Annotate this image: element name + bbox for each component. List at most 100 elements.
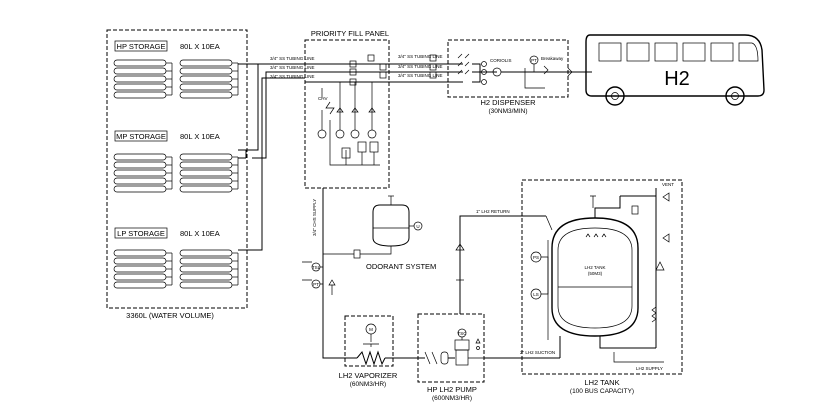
vaporizer-capacity: (60NM3/HR) bbox=[350, 381, 386, 388]
hp-cylinders bbox=[113, 59, 239, 99]
storage-cylinder bbox=[179, 75, 233, 83]
pump-motor-box bbox=[454, 339, 470, 351]
dispenser-internals: CORIOLIS PT Breakaway bbox=[448, 53, 592, 89]
hp-storage-label: HP STORAGE bbox=[117, 42, 166, 51]
panel-gauge-4 bbox=[367, 129, 377, 139]
lp-cylinders bbox=[113, 249, 239, 289]
lh2-suction-label: 2" LH2 SUCTION bbox=[520, 350, 555, 355]
panel-valve-1 bbox=[349, 60, 357, 68]
pump-capacity: (600NM3/HR) bbox=[432, 395, 472, 402]
storage-cylinder bbox=[179, 169, 233, 177]
lh2-tank-title: LH2 TANK bbox=[584, 378, 619, 387]
lh2-return-line: 1" LH2 RETURN bbox=[455, 209, 546, 314]
bus-window-3 bbox=[654, 42, 678, 62]
odorant-system: U ODORANT SYSTEM bbox=[323, 195, 436, 271]
bus-rear-wheel bbox=[605, 86, 625, 106]
lh2-tank-capacity: (100 BUS CAPACITY) bbox=[570, 388, 634, 395]
mp-storage-spec: 80L X 10EA bbox=[180, 132, 220, 141]
tubing-label-3: 3/4" SS TUBING LINE bbox=[270, 74, 315, 79]
storage-cylinder bbox=[179, 153, 233, 161]
tsc-label: TSC bbox=[458, 331, 468, 336]
pump-internals: TSC bbox=[424, 328, 520, 366]
hp-storage-bank: HP STORAGE 80L X 10EA bbox=[113, 40, 239, 99]
coriolis-label: CORIOLIS bbox=[490, 58, 512, 63]
lh2-tank-vessel bbox=[551, 217, 639, 337]
storage-total-label: 3360L (WATER VOLUME) bbox=[126, 311, 214, 320]
storage-cylinder bbox=[179, 177, 233, 185]
odorant-u-label: U bbox=[416, 224, 419, 229]
storage-cylinder bbox=[179, 91, 233, 99]
storage-cylinder bbox=[179, 273, 233, 281]
storage-cylinder bbox=[113, 249, 167, 257]
storage-cylinder bbox=[113, 257, 167, 265]
lh2-tank-inner-sub: (50M3) bbox=[588, 271, 603, 276]
pump-title: HP LH2 PUMP bbox=[427, 385, 477, 394]
storage-cylinder bbox=[113, 265, 167, 273]
mp-storage-label: MP STORAGE bbox=[116, 132, 166, 141]
mp-storage-bank: MP STORAGE 80L X 10EA bbox=[113, 130, 239, 193]
bus-window-4 bbox=[682, 42, 706, 62]
storage-cylinder bbox=[179, 83, 233, 91]
lh2-vaporizer bbox=[344, 315, 394, 367]
panel-valve-3 bbox=[349, 78, 357, 86]
bus-h2-label: H2 bbox=[664, 68, 690, 90]
tubing-labels: 3/4" SS TUBING LINE 3/4" SS TUBING LINE … bbox=[270, 54, 443, 79]
storage-outlet-piping bbox=[238, 63, 305, 251]
storage-cylinder bbox=[179, 265, 233, 273]
chs-supply-line bbox=[322, 188, 357, 359]
bus-front-wheel bbox=[725, 86, 745, 106]
supply-pt-label: PT bbox=[313, 282, 319, 287]
panel-gauge-1 bbox=[317, 129, 327, 139]
storage-cylinder bbox=[179, 67, 233, 75]
storage-cylinder bbox=[113, 59, 167, 67]
hp-storage-spec: 80L X 10EA bbox=[180, 42, 220, 51]
storage-cylinder bbox=[179, 161, 233, 169]
priority-fill-panel bbox=[304, 39, 390, 189]
panel-internals: CHV bbox=[317, 82, 380, 166]
storage-cylinder bbox=[113, 185, 167, 193]
lp-storage-label: LP STORAGE bbox=[117, 229, 165, 238]
storage-cylinder bbox=[179, 185, 233, 193]
dispenser-pt-label: PT bbox=[531, 58, 537, 63]
storage-cylinder bbox=[113, 67, 167, 75]
h2-bus: H2 bbox=[585, 34, 765, 106]
bus-windshield bbox=[738, 42, 759, 62]
h2-dispenser bbox=[447, 39, 569, 98]
chs-supply-label: 3/4" CHS SUPPLY bbox=[312, 199, 317, 236]
panel-dispenser-lines bbox=[305, 54, 448, 86]
bus-window-1 bbox=[598, 42, 622, 62]
panel-chv-tag: CHV bbox=[318, 96, 328, 101]
vent-label: VENT bbox=[662, 182, 674, 187]
pump-body bbox=[440, 351, 449, 365]
storage-cylinder bbox=[113, 281, 167, 289]
storage-cylinder bbox=[179, 249, 233, 257]
storage-cylinder bbox=[179, 281, 233, 289]
hp-lh2-pump bbox=[417, 313, 485, 383]
storage-cylinder bbox=[113, 153, 167, 161]
storage-cylinder bbox=[179, 257, 233, 265]
tank-ps-label: PS bbox=[533, 255, 539, 260]
dispenser-title: H2 DISPENSER bbox=[480, 98, 536, 107]
odorant-system-label: ODORANT SYSTEM bbox=[366, 262, 436, 271]
storage-cylinder bbox=[113, 75, 167, 83]
panel-valve-2 bbox=[349, 68, 357, 76]
lh2-tank-enclosure bbox=[521, 179, 683, 375]
mp-cylinders bbox=[113, 153, 239, 193]
storage-cylinder bbox=[179, 59, 233, 67]
lp-storage-spec: 80L X 10EA bbox=[180, 229, 220, 238]
lh2-supply-label: LH2 SUPPLY bbox=[636, 366, 663, 371]
lh2-tank-internals: LH2 TANK (50M3) PS LS LH2 SUPPLY bbox=[530, 188, 670, 371]
tubing-label-6: 3/4" SS TUBING LINE bbox=[398, 73, 443, 78]
storage-cylinder bbox=[113, 91, 167, 99]
tank-ls-label: LS bbox=[533, 292, 539, 297]
storage-enclosure bbox=[106, 29, 248, 309]
priority-fill-panel-title: PRIORITY FILL PANEL bbox=[311, 29, 389, 38]
storage-cylinder bbox=[113, 83, 167, 91]
vaporizer-title: LH2 VAPORIZER bbox=[339, 371, 398, 380]
tubing-label-1: 3/4" SS TUBING LINE bbox=[270, 56, 315, 61]
panel-gauge-3 bbox=[350, 129, 360, 139]
storage-cylinder bbox=[113, 273, 167, 281]
lh2-tank-inner-label: LH2 TANK bbox=[584, 265, 605, 270]
vaporizer-motor-label: M bbox=[369, 327, 373, 332]
